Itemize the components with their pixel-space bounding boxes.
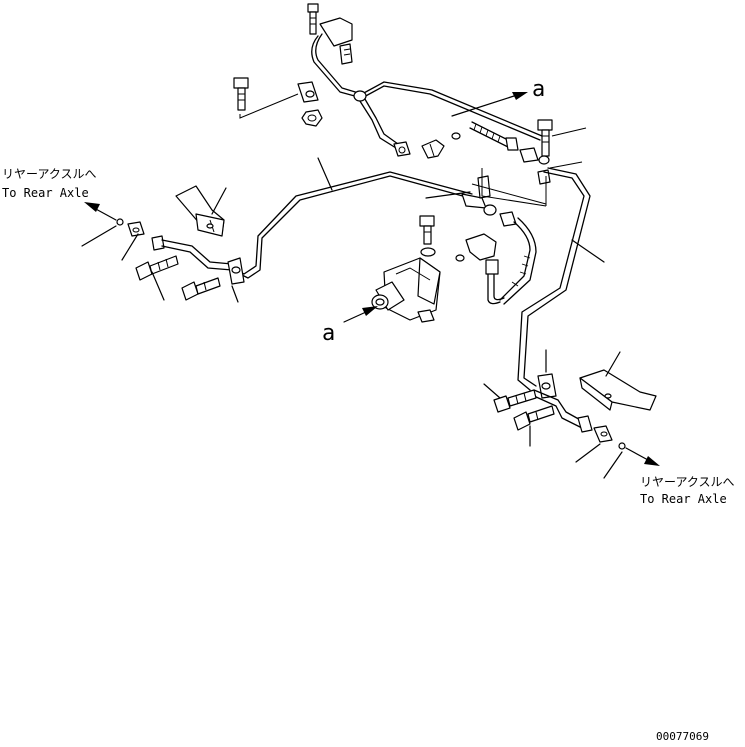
brake-valve [343,191,497,323]
left-bolt-2 [181,277,221,301]
left-bracket-assembly [81,185,245,303]
drawing-number: 00077069 [656,730,709,743]
right-upper-bracket [519,119,587,185]
right-destination-label-en: To Rear Axle [640,492,727,506]
main-brake-pipe [231,157,547,305]
right-bolt-2 [513,405,555,431]
right-bolt-1 [493,389,537,413]
right-destination-label-jp: リヤーアクスルへ [640,475,735,489]
left-destination-label-jp: リヤーアクスルへ [2,167,97,181]
lower-hose-hatching [511,255,531,287]
reference-a-top: a [532,77,545,102]
top-bracket-assembly [233,3,543,159]
top-bolt [307,3,319,35]
hose-hatching [473,123,501,143]
left-top-bolt [233,77,249,111]
reference-a-center: a [322,321,335,346]
left-bolt-1 [135,255,179,281]
right-pipe-assembly [483,167,660,479]
left-destination-label-en: To Rear Axle [2,186,89,200]
